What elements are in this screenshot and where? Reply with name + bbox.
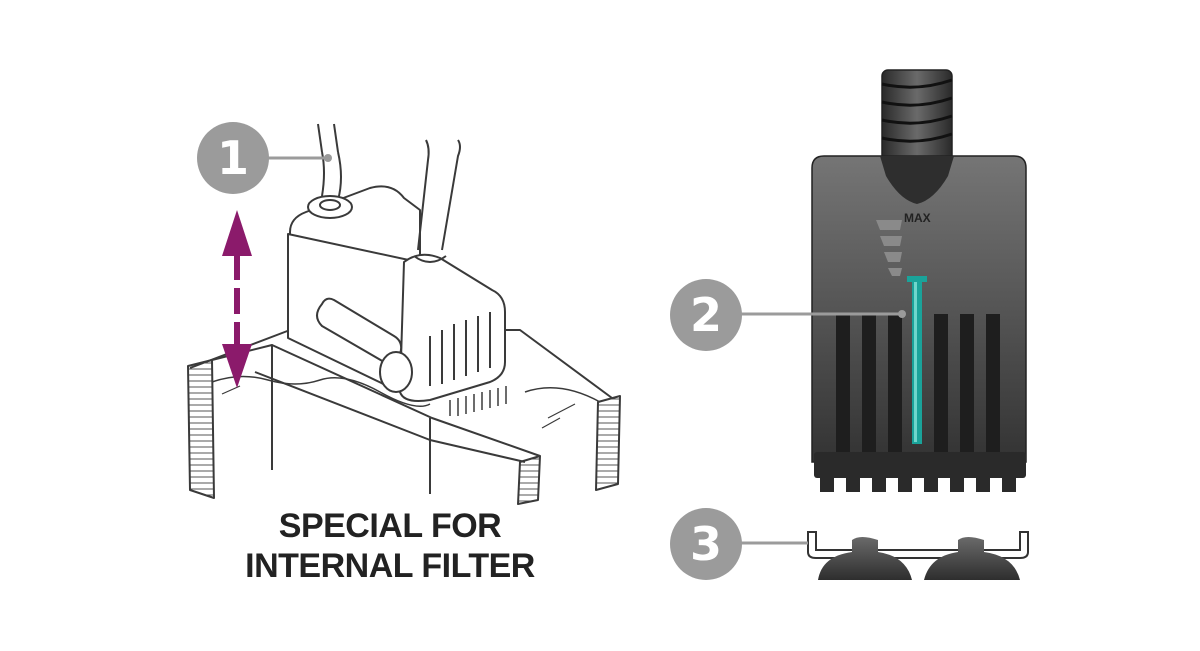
cable-gland-inner — [319, 199, 341, 211]
callout-1-dot — [324, 154, 332, 162]
callout-2-badge: 2 — [670, 279, 742, 351]
outlet-tube — [417, 139, 461, 251]
caption-line-1: SPECIAL FOR — [278, 507, 502, 545]
pump-closeup-illustration: MAX — [811, 69, 1027, 492]
callout-3-badge: 3 — [670, 508, 742, 580]
pump-in-filter-illustration — [187, 123, 621, 505]
flow-scale — [876, 220, 902, 276]
pump-grill — [429, 312, 491, 386]
pump-lower-grill — [449, 386, 507, 416]
nozzle-threads — [881, 78, 953, 143]
suction-cup-right — [924, 537, 1020, 580]
flow-regulator-indicator — [907, 276, 927, 444]
filter-divider-top — [271, 344, 541, 457]
suction-cup-holder — [807, 531, 1029, 580]
water-line-right — [524, 387, 601, 403]
caption: SPECIAL FOR INTERNAL FILTER — [215, 506, 565, 586]
filter-left-wall — [187, 359, 215, 499]
caption-line-2: INTERNAL FILTER — [245, 547, 535, 585]
power-cable-top — [317, 123, 339, 153]
cable-gland — [307, 195, 353, 219]
nozzle-shroud — [880, 156, 954, 204]
suction-cup-left — [818, 537, 912, 580]
intake-slots — [836, 314, 1000, 462]
water-line — [211, 375, 431, 407]
max-label: MAX — [904, 211, 931, 225]
glass-reflection — [541, 403, 576, 429]
filter-partition — [517, 455, 541, 505]
glass-reflection-left — [221, 385, 241, 395]
pump-adjust-knob — [379, 351, 413, 393]
double-headed-vertical-arrow-icon — [222, 210, 252, 388]
callout-1-badge: 1 — [197, 122, 269, 194]
outlet-collar — [413, 255, 447, 263]
pump-base — [814, 452, 1026, 492]
callout-2-dot — [898, 310, 906, 318]
filter-divider-bottom — [254, 371, 526, 463]
filter-right-wall — [595, 395, 621, 491]
